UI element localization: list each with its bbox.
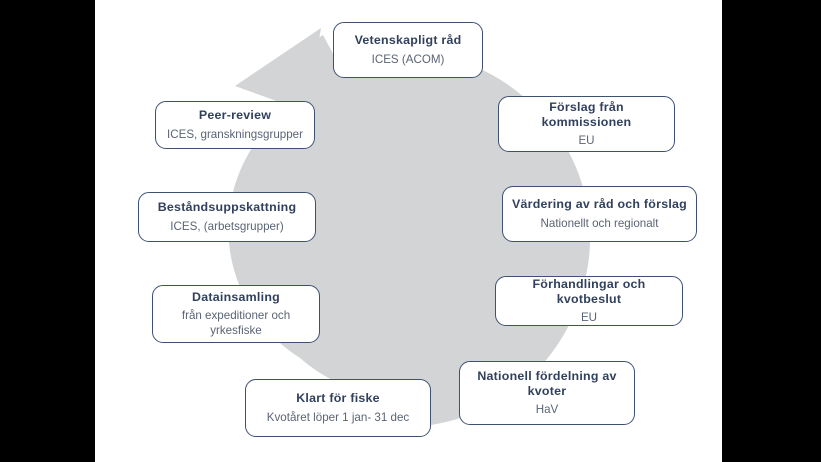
process-node-nationell-fordelning-av-kvoter[interactable]: Nationell fördelning av kvoter HaV xyxy=(459,361,635,425)
node-subtitle: från expeditioner och yrkesfiske xyxy=(181,309,291,338)
node-title: Datainsamling xyxy=(192,289,280,304)
node-title: Värdering av råd och förslag xyxy=(511,197,687,212)
node-title: Klart för fiske xyxy=(296,391,380,406)
node-title: Förslag från kommissionen xyxy=(541,99,632,129)
node-subtitle: ICES (ACOM) xyxy=(371,52,445,66)
node-subtitle: EU xyxy=(578,134,595,148)
process-node-forslag-fran-kommissionen[interactable]: Förslag från kommissionen EU xyxy=(498,96,675,152)
process-node-peer-review[interactable]: Peer-review ICES, granskningsgrupper xyxy=(155,101,315,149)
process-node-datainsamling[interactable]: Datainsamling från expeditioner och yrke… xyxy=(152,285,320,343)
node-subtitle: HaV xyxy=(535,403,559,417)
process-node-forhandlingar-och-kvotbeslut[interactable]: Förhandlingar och kvotbeslut EU xyxy=(495,276,683,326)
node-subtitle: EU xyxy=(580,311,598,325)
process-node-vardering-av-rad-och-forslag[interactable]: Värdering av råd och förslag Nationellt … xyxy=(502,186,697,242)
node-subtitle: Nationellt och regionalt xyxy=(540,216,659,230)
node-title: Nationell fördelning av kvoter xyxy=(477,368,617,398)
node-subtitle: ICES, (arbetsgrupper) xyxy=(170,219,284,233)
node-subtitle: ICES, granskningsgrupper xyxy=(167,127,303,141)
node-title: Peer-review xyxy=(198,108,272,123)
node-subtitle: Kvotåret löper 1 jan- 31 dec xyxy=(266,410,410,424)
diagram-canvas: Vetenskapligt råd ICES (ACOM) Förslag fr… xyxy=(95,0,722,462)
node-title: Beståndsuppskattning xyxy=(157,200,297,215)
process-node-klart-for-fiske[interactable]: Klart för fiske Kvotåret löper 1 jan- 31… xyxy=(245,379,431,437)
node-title: Förhandlingar och kvotbeslut xyxy=(532,276,646,306)
node-title: Vetenskapligt råd xyxy=(354,33,462,48)
letterbox-bar-right xyxy=(722,0,821,462)
process-node-vetenskapligt-rad[interactable]: Vetenskapligt råd ICES (ACOM) xyxy=(333,22,483,78)
letterbox-bar-left xyxy=(0,0,95,462)
process-node-bestandsuppskattning[interactable]: Beståndsuppskattning ICES, (arbetsgruppe… xyxy=(138,192,316,242)
